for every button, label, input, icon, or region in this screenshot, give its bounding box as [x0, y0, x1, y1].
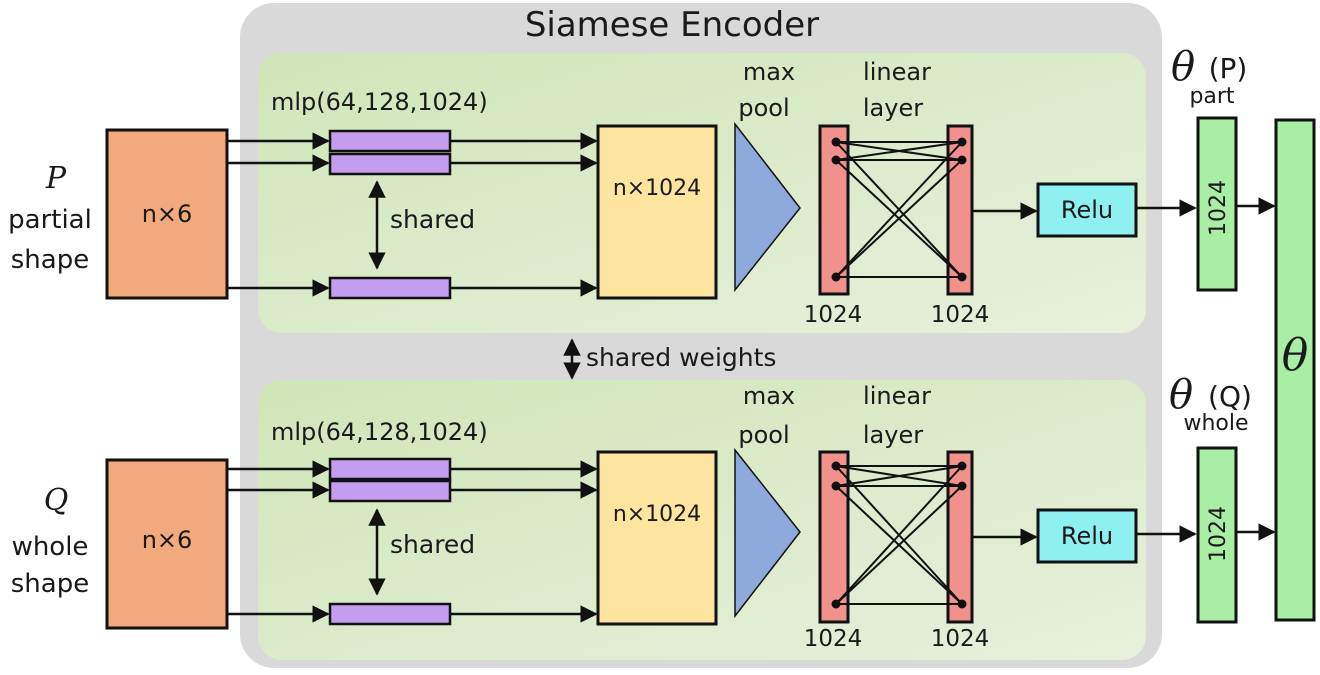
feature-box-top — [596, 124, 718, 300]
mlp-bar-6 — [328, 602, 452, 626]
linear-label-1-bottom: linear — [863, 382, 931, 410]
maxpool-label-1-top: max — [743, 58, 795, 86]
maxpool-label-2-top: pool — [738, 94, 789, 122]
mlp-bar-4 — [328, 457, 452, 481]
relu-label-top: Relu — [1061, 196, 1113, 224]
input-label-whole: whole — [12, 532, 89, 562]
maxpool-top — [734, 121, 801, 293]
output-dim-whole: 1024 — [1206, 506, 1231, 562]
input-label-shape-top: shape — [11, 245, 89, 275]
mlp-bar-3 — [328, 276, 452, 300]
linear-bar-out-top — [946, 124, 974, 296]
maxpool-bottom — [734, 447, 801, 619]
final-theta-symbol: θ — [1282, 330, 1309, 381]
linear-dim-out-bottom: 1024 — [931, 626, 990, 652]
mlp-bar-1 — [328, 129, 452, 153]
input-box-label-partial: n×6 — [142, 200, 193, 228]
theta-whole-symbol: θ — [1169, 372, 1193, 418]
output-bar-final — [1274, 118, 1316, 622]
mlp-label-top: mlp(64,128,1024) — [271, 88, 488, 116]
output-dim-part: 1024 — [1206, 180, 1231, 236]
linear-label-2-bottom: layer — [863, 421, 923, 449]
linear-bar-in-top — [818, 124, 850, 296]
theta-whole-arg: (Q) — [1208, 380, 1252, 413]
output-theta-part: θ (P) part 1024 — [1171, 44, 1248, 292]
shared-label-bottom: shared — [390, 530, 475, 559]
linear-dim-in-top: 1024 — [804, 302, 863, 328]
branch-partial: P partial shape n×6 mlp(64,128,1024) sha… — [8, 53, 1146, 333]
mlp-label-bottom: mlp(64,128,1024) — [271, 418, 488, 446]
shared-label-top: shared — [390, 205, 475, 234]
theta-part-arg: (P) — [1209, 52, 1248, 85]
input-box-whole — [105, 458, 229, 630]
theta-part-sub: part — [1189, 84, 1234, 109]
linear-label-2-top: layer — [863, 94, 923, 122]
mlp-bar-5 — [328, 479, 452, 503]
feature-box-bottom — [596, 450, 718, 626]
linear-label-1-top: linear — [863, 58, 931, 86]
linear-connections-bottom — [831, 461, 967, 609]
output-bar-part — [1196, 116, 1238, 292]
theta-part-symbol: θ — [1171, 44, 1195, 90]
relu-box-bottom — [1036, 508, 1138, 564]
output-bar-whole — [1196, 446, 1238, 624]
linear-dim-out-top: 1024 — [931, 302, 990, 328]
relu-label-bottom: Relu — [1061, 522, 1113, 550]
linear-bar-in-bottom — [818, 450, 850, 624]
maxpool-label-2-bottom: pool — [738, 421, 789, 449]
branch-whole: Q whole shape n×6 mlp(64,128,1024) share… — [11, 380, 1146, 660]
feature-label-bottom: n×1024 — [613, 502, 701, 527]
linear-dim-in-bottom: 1024 — [804, 626, 863, 652]
shared-weights-label: shared weights — [586, 343, 776, 372]
feature-label-top: n×1024 — [613, 176, 701, 201]
mlp-bar-2 — [328, 152, 452, 176]
input-label-partial: partial — [8, 205, 92, 235]
input-symbol-p: P — [45, 161, 67, 196]
theta-whole-sub: whole — [1183, 411, 1248, 436]
input-box-label-whole: n×6 — [142, 526, 193, 554]
relu-box-top — [1036, 182, 1138, 238]
input-label-shape-bottom: shape — [11, 569, 89, 599]
linear-connections-top — [831, 137, 967, 282]
input-symbol-q: Q — [44, 483, 69, 518]
maxpool-label-1-bottom: max — [743, 382, 795, 410]
siamese-encoder-title: Siamese Encoder — [525, 5, 819, 45]
input-box-partial — [105, 128, 229, 300]
output-theta-whole: θ (Q) whole 1024 — [1169, 372, 1252, 624]
